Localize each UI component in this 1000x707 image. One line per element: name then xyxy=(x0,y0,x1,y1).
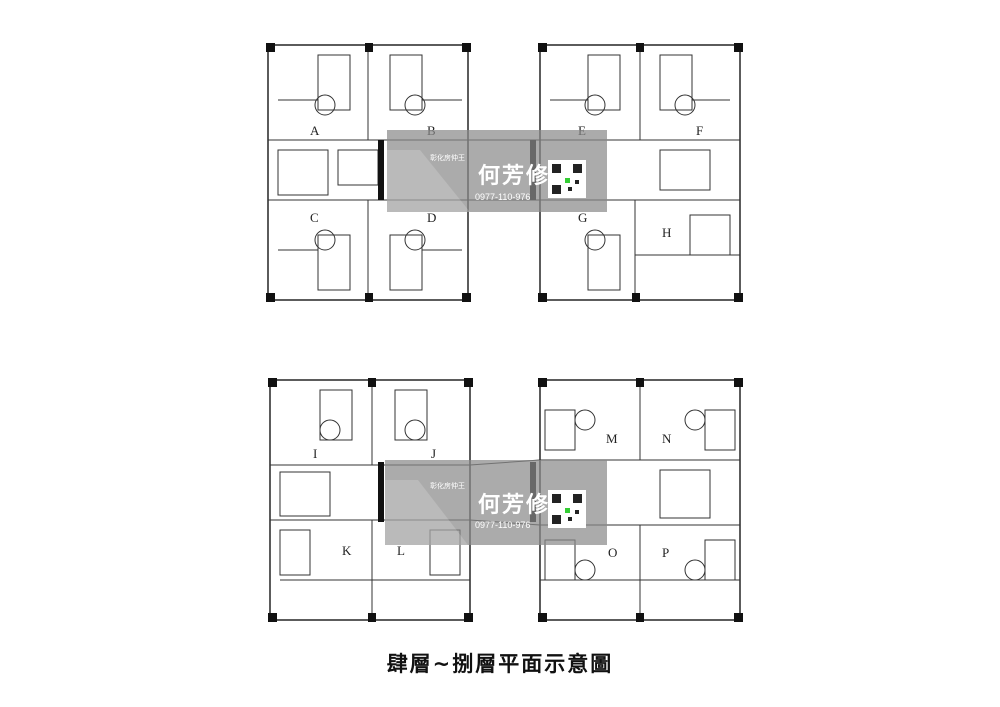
watermark-phone-upper: 0977-110-976 xyxy=(475,192,530,202)
unit-label-k: K xyxy=(342,543,352,558)
unit-label-h: H xyxy=(662,225,671,240)
unit-label-d: D xyxy=(427,210,436,225)
watermark-agency-lower: 彰化房仲王 xyxy=(430,481,465,490)
watermark-phone-lower: 0977-110-976 xyxy=(475,520,530,530)
unit-label-g: G xyxy=(578,210,587,225)
watermark-name-lower: 何芳修 xyxy=(478,492,550,518)
unit-label-a: A xyxy=(310,123,320,138)
unit-label-o: O xyxy=(608,545,617,560)
unit-label-p: P xyxy=(662,545,669,560)
plan-caption: 肆層~捌層平面示意圖 xyxy=(386,652,614,676)
watermark-agency-upper: 彰化房仲王 xyxy=(430,153,465,162)
agent-watermark-lower: 彰化房仲王 何芳修 0977-110-976 xyxy=(385,460,607,545)
unit-label-m: M xyxy=(606,431,618,446)
unit-label-l: L xyxy=(397,543,405,558)
unit-label-f: F xyxy=(696,123,703,138)
watermark-name-upper: 何芳修 xyxy=(478,163,550,189)
agent-watermark-upper: 彰化房仲王 何芳修 0977-110-976 xyxy=(387,130,607,212)
unit-label-i: I xyxy=(313,446,317,461)
unit-label-c: C xyxy=(310,210,319,225)
unit-label-j: J xyxy=(431,446,436,461)
unit-label-n: N xyxy=(662,431,672,446)
